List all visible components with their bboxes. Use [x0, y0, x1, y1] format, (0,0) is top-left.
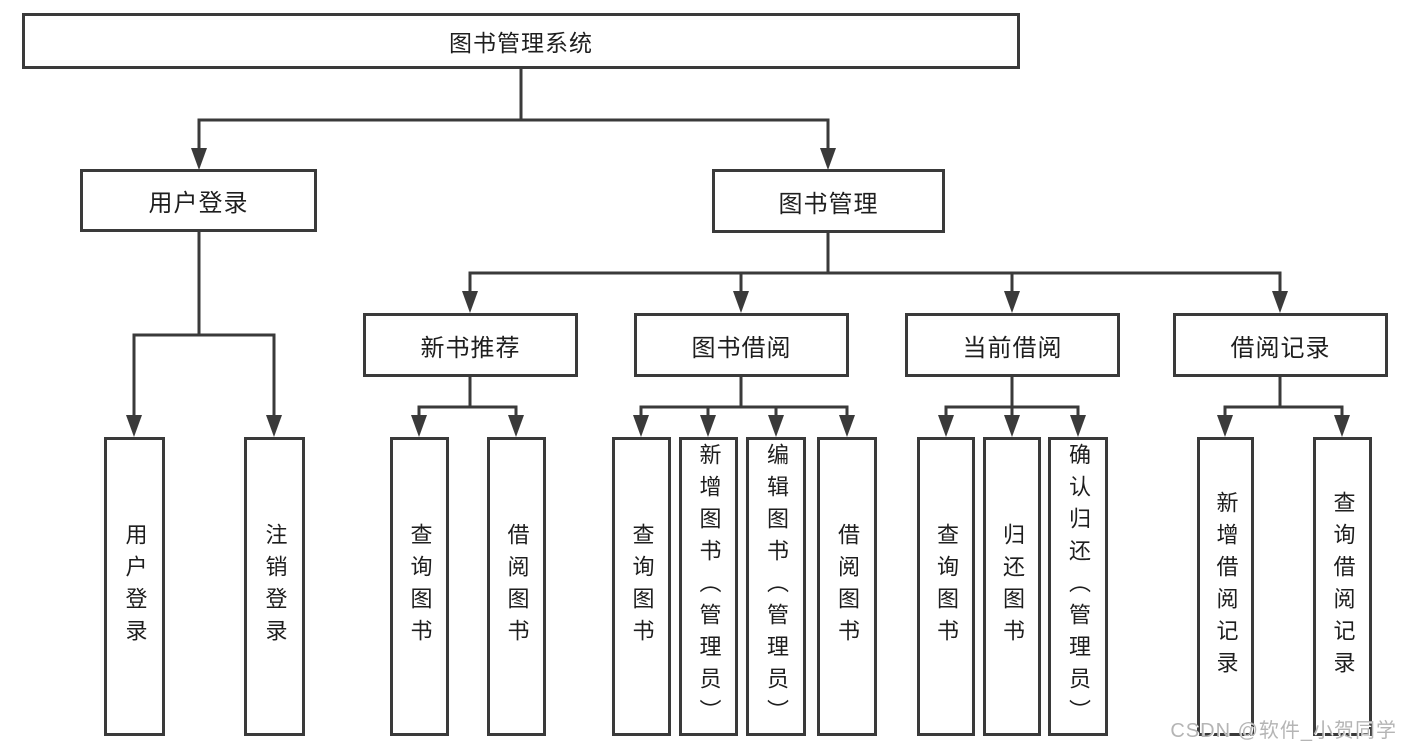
arrowhead	[768, 415, 784, 437]
arrowhead	[700, 415, 716, 437]
arrowhead	[462, 291, 478, 313]
node-leaf-borrow-add-book: 新增图书（管理员）	[679, 437, 738, 736]
arrowhead	[1334, 415, 1350, 437]
node-leaf-current-return-book: 归还图书	[983, 437, 1041, 736]
watermark: CSDN @软件_小贺同学	[1170, 720, 1397, 742]
arrowhead	[411, 415, 427, 437]
node-user-login: 用户登录	[80, 169, 317, 232]
node-leaf-user-login: 用户登录	[104, 437, 165, 736]
node-book-management: 图书管理	[712, 169, 945, 233]
connector-book-management-to-level3	[468, 233, 1282, 297]
node-leaf-borrow-query-book: 查询图书	[612, 437, 671, 736]
arrowhead	[633, 415, 649, 437]
node-current-borrow: 当前借阅	[905, 313, 1120, 377]
connector-borrow-record-to-leaves	[1223, 377, 1344, 421]
arrowhead	[1004, 291, 1020, 313]
connector-new-book-recommend-to-leaves	[417, 377, 518, 421]
arrowheads	[126, 148, 1350, 437]
connector-book-borrow-to-leaves	[639, 377, 849, 421]
node-new-book-recommend: 新书推荐	[363, 313, 578, 377]
node-leaf-record-query: 查询借阅记录	[1313, 437, 1372, 736]
arrowhead	[1272, 291, 1288, 313]
node-leaf-record-add: 新增借阅记录	[1197, 437, 1254, 736]
node-leaf-current-query-book: 查询图书	[917, 437, 975, 736]
connector-root-to-level2	[197, 68, 830, 152]
arrowhead	[820, 148, 836, 170]
connector-lines	[132, 68, 1344, 421]
connector-current-borrow-to-leaves	[944, 377, 1080, 421]
arrowhead	[191, 148, 207, 170]
node-leaf-borrow-edit-book: 编辑图书（管理员）	[746, 437, 806, 736]
arrowhead	[733, 291, 749, 313]
arrowhead	[1070, 415, 1086, 437]
connector-user-login-to-leaves	[132, 231, 276, 421]
arrowhead	[266, 415, 282, 437]
arrowhead	[1217, 415, 1233, 437]
arrowhead	[508, 415, 524, 437]
node-book-borrow: 图书借阅	[634, 313, 849, 377]
node-borrow-record: 借阅记录	[1173, 313, 1388, 377]
arrowhead	[1004, 415, 1020, 437]
arrowhead	[839, 415, 855, 437]
node-leaf-recommend-borrow-book: 借阅图书	[487, 437, 546, 736]
node-leaf-recommend-query-book: 查询图书	[390, 437, 449, 736]
node-leaf-borrow-borrow-book: 借阅图书	[817, 437, 877, 736]
arrowhead	[126, 415, 142, 437]
node-leaf-current-confirm-return: 确认归还（管理员）	[1048, 437, 1108, 736]
arrowhead	[938, 415, 954, 437]
node-root: 图书管理系统	[22, 13, 1020, 69]
node-leaf-logout: 注销登录	[244, 437, 305, 736]
